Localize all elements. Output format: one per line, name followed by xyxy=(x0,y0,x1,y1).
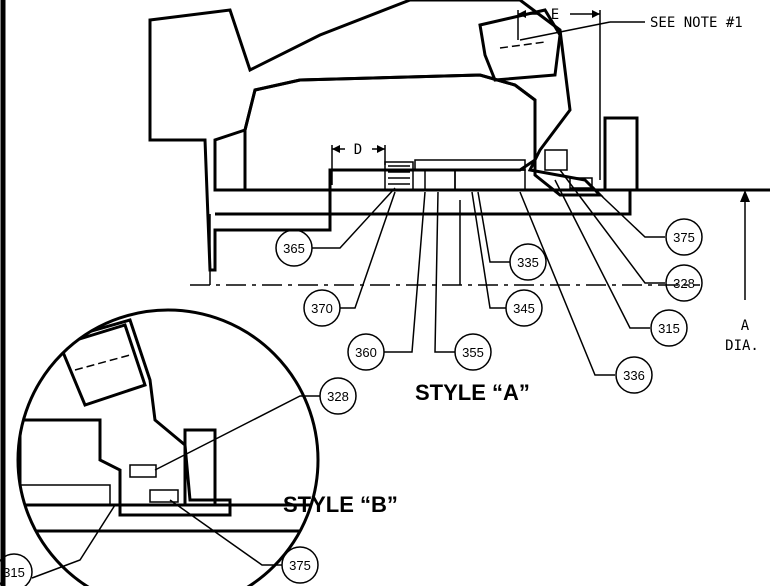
style-b-detail xyxy=(16,308,320,586)
seal-retainer-top xyxy=(414,159,526,171)
bearing-element xyxy=(478,8,562,82)
detail-shaft-sleeve xyxy=(18,503,318,533)
svg-text:328: 328 xyxy=(327,389,349,404)
callout-360: 360 xyxy=(347,333,385,371)
callout-365: 365 xyxy=(275,229,313,267)
callout-345: 345 xyxy=(505,289,543,327)
detail-circle xyxy=(16,308,320,586)
callout-375-b: 375 xyxy=(281,546,319,584)
detail-oring-328 xyxy=(129,464,157,478)
callout-370: 370 xyxy=(303,289,341,327)
style-b-title: STYLE “B” xyxy=(283,492,398,517)
detail-bearing xyxy=(57,323,147,407)
dimension-a-label: A xyxy=(741,318,750,334)
svg-text:360: 360 xyxy=(355,345,377,360)
callout-375-a: 375 xyxy=(665,218,703,256)
note-label: SEE NOTE #1 xyxy=(650,15,743,31)
svg-text:328: 328 xyxy=(673,276,695,291)
svg-text:335: 335 xyxy=(517,255,539,270)
dimension-d-label: D xyxy=(354,142,362,158)
svg-text:355: 355 xyxy=(462,345,484,360)
gland-plate xyxy=(603,116,639,192)
svg-text:315: 315 xyxy=(3,565,25,580)
dimension-a-dia-label: DIA. xyxy=(725,338,759,354)
svg-text:365: 365 xyxy=(283,241,305,256)
callout-315-a: 315 xyxy=(650,309,688,347)
svg-text:375: 375 xyxy=(673,230,695,245)
style-a-title: STYLE “A” xyxy=(415,380,530,405)
seal-bellows-360 xyxy=(424,169,456,191)
housing-body xyxy=(148,0,604,272)
callout-355: 355 xyxy=(454,333,492,371)
svg-text:336: 336 xyxy=(623,368,645,383)
detail-housing xyxy=(18,318,232,517)
svg-text:315: 315 xyxy=(658,321,680,336)
dimension-e-label: E xyxy=(551,7,559,23)
detail-seal-face xyxy=(19,484,111,506)
callout-328-a: 328 xyxy=(665,264,703,302)
seal-face-335 xyxy=(454,169,526,191)
style-a-section: E SEE NOTE #1 D A DIA. xyxy=(148,0,770,376)
callout-315-b: 315 xyxy=(0,553,33,586)
stationary-seat-336 xyxy=(544,149,568,171)
detail-oring-375 xyxy=(149,489,179,503)
svg-text:370: 370 xyxy=(311,301,333,316)
svg-text:375: 375 xyxy=(289,558,311,573)
svg-text:345: 345 xyxy=(513,301,535,316)
callout-328-b: 328 xyxy=(319,377,357,415)
seal-chamber-cavity xyxy=(243,73,537,192)
callout-336: 336 xyxy=(615,356,653,394)
callout-335: 335 xyxy=(509,243,547,281)
detail-gland xyxy=(183,428,217,507)
seal-spring-365 xyxy=(384,161,414,191)
